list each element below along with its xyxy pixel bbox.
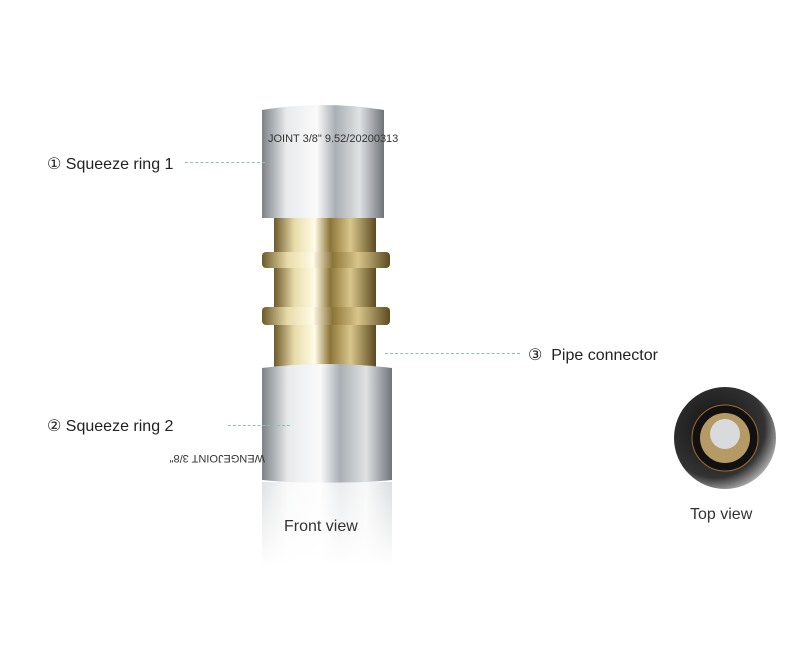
part-name-2: Squeeze ring 2 (65, 418, 174, 435)
engraving-top: JOINT 3/8" 9.52/20200313 (268, 133, 398, 145)
label-squeeze-ring-2: ② Squeeze ring 2 (47, 416, 173, 436)
leader-line-3 (385, 353, 520, 354)
squeeze-ring-2-shape: WENGEJOINT 3/8" (170, 364, 392, 567)
marker-3: ③ (528, 347, 543, 364)
caption-top-view: Top view (690, 506, 753, 523)
leader-line-2 (228, 425, 290, 426)
leader-line-1 (185, 162, 265, 163)
marker-1: ① (47, 156, 62, 173)
squeeze-ring-1-shape: JOINT 3/8" 9.52/20200313 (262, 105, 398, 218)
top-view-shape (674, 387, 776, 489)
pipe-connector-shape (262, 218, 390, 380)
part-name-3: Pipe connector (551, 347, 658, 364)
label-squeeze-ring-1: ① Squeeze ring 1 (47, 154, 173, 174)
caption-front-view: Front view (284, 518, 358, 535)
label-pipe-connector: ③ Pipe connector (528, 345, 658, 365)
part-name-1: Squeeze ring 1 (65, 156, 174, 173)
marker-2: ② (47, 418, 62, 435)
engraving-bottom: WENGEJOINT 3/8" (170, 452, 265, 464)
